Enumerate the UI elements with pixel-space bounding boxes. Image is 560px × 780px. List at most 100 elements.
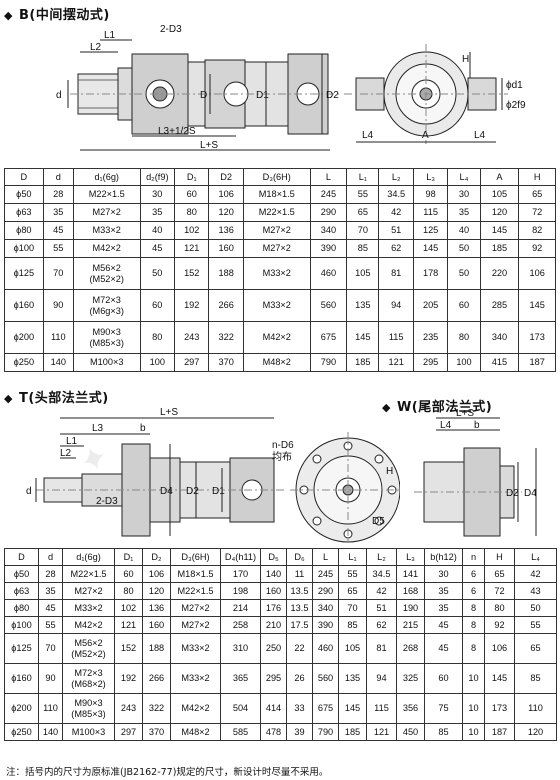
table-cell: M22×1.5 [72, 185, 141, 204]
dim-t-2d3: 2-D3 [96, 496, 118, 507]
table_b-header-cell: L₄ [447, 168, 481, 186]
dim-t-l3: L3 [92, 423, 104, 434]
table_t-header-cell: L [312, 548, 339, 566]
table-cell: 10 [462, 663, 485, 694]
table-cell: 62 [366, 616, 397, 634]
table-cell: 92 [518, 239, 556, 258]
table-cell: 106 [142, 565, 171, 583]
table-cell: 45 [139, 239, 176, 258]
table-cell: 415 [479, 353, 520, 372]
table-cell: 105 [338, 633, 367, 664]
table_b-header-cell: D₁ [174, 168, 210, 186]
table-cell: ϕ200 [4, 693, 39, 724]
table-cell: 297 [174, 353, 210, 372]
table-cell: ϕ160 [4, 663, 39, 694]
table-cell: 70 [38, 633, 63, 664]
table-cell: 26 [286, 663, 313, 694]
table-cell: 65 [514, 633, 557, 664]
dim-b-l4-left: L4 [362, 130, 374, 141]
table-cell: 140 [38, 723, 63, 741]
table_t-header-cell: H [484, 548, 515, 566]
table-cell: 72 [484, 582, 515, 600]
table_b-header-cell: D2 [208, 168, 244, 186]
dim-b-2d3: 2-D3 [160, 24, 182, 35]
dim-b-l4-right: L4 [474, 130, 486, 141]
table-cell: 235 [412, 321, 449, 354]
table-cell: 70 [346, 221, 380, 240]
table-cell: 50 [447, 239, 481, 258]
table-cell: 45 [42, 221, 74, 240]
table-cell: 450 [396, 723, 425, 741]
table-cell: M33×2 [170, 663, 221, 694]
table-cell: M22×1.5 [242, 203, 311, 222]
table-cell: 55 [346, 185, 380, 204]
table-cell: 42 [378, 203, 414, 222]
table-cell: 60 [447, 289, 481, 322]
table-cell: 28 [42, 185, 74, 204]
table-cell: 160 [142, 616, 171, 634]
table-cell: 92 [484, 616, 515, 634]
table-cell: 6 [462, 565, 485, 583]
table-cell: 65 [338, 582, 367, 600]
table-cell: 60 [139, 289, 176, 322]
table-cell: 140 [260, 565, 287, 583]
table-cell: 45 [424, 633, 463, 664]
dim-w-l-plus-s: L+S [456, 408, 474, 419]
table-cell: 50 [514, 599, 557, 617]
table-cell: 210 [260, 616, 287, 634]
table-cell: 85 [424, 723, 463, 741]
table-cell: M27×2 [242, 221, 311, 240]
table-cell: 81 [366, 633, 397, 664]
table-cell: M33×2 [170, 633, 221, 664]
section-t-title: ◆T(头部法兰式) [4, 391, 109, 406]
table-cell: ϕ250 [4, 723, 39, 741]
table-cell: 220 [479, 257, 520, 290]
table-cell: 290 [309, 203, 348, 222]
table-cell: 102 [174, 221, 210, 240]
table_t-header-cell: L₄ [514, 548, 557, 566]
table-cell: 140 [42, 353, 74, 372]
table-cell: M90×3(M85×3) [72, 321, 141, 354]
table-cell: 185 [346, 353, 380, 372]
table-cell: 173 [484, 693, 515, 724]
table-cell: 390 [309, 239, 348, 258]
table-cell: 98 [412, 185, 449, 204]
dim-t-d: d [26, 486, 32, 497]
table-cell: 105 [479, 185, 520, 204]
table-cell: 33 [286, 693, 313, 724]
table-cell: 365 [220, 663, 261, 694]
table_b-header-cell: D [4, 168, 44, 186]
dim-b-l1: L1 [104, 30, 116, 41]
dim-t-l1: L1 [66, 436, 78, 447]
table_t-header-cell: L₁ [338, 548, 367, 566]
table-cell: 106 [518, 257, 556, 290]
table-cell: 145 [338, 693, 367, 724]
table-cell: 178 [412, 257, 449, 290]
dim-w-d4: D4 [524, 488, 537, 499]
table-cell: 110 [514, 693, 557, 724]
table-cell: 35 [424, 582, 463, 600]
table_t-header-cell: n [462, 548, 485, 566]
table-cell: 295 [412, 353, 449, 372]
table-cell: 55 [338, 565, 367, 583]
table-cell: 215 [396, 616, 425, 634]
table-cell: 102 [114, 599, 143, 617]
table-cell: 75 [424, 693, 463, 724]
table-cell: M27×2 [72, 203, 141, 222]
dim-t-nd6: n-D6 [272, 440, 294, 451]
table_t-header-cell: D₆ [286, 548, 313, 566]
table-cell: 22 [286, 633, 313, 664]
table-cell: 325 [396, 663, 425, 694]
section-b-title: ◆B(中间摆动式) [4, 8, 110, 23]
table-cell: 322 [142, 693, 171, 724]
